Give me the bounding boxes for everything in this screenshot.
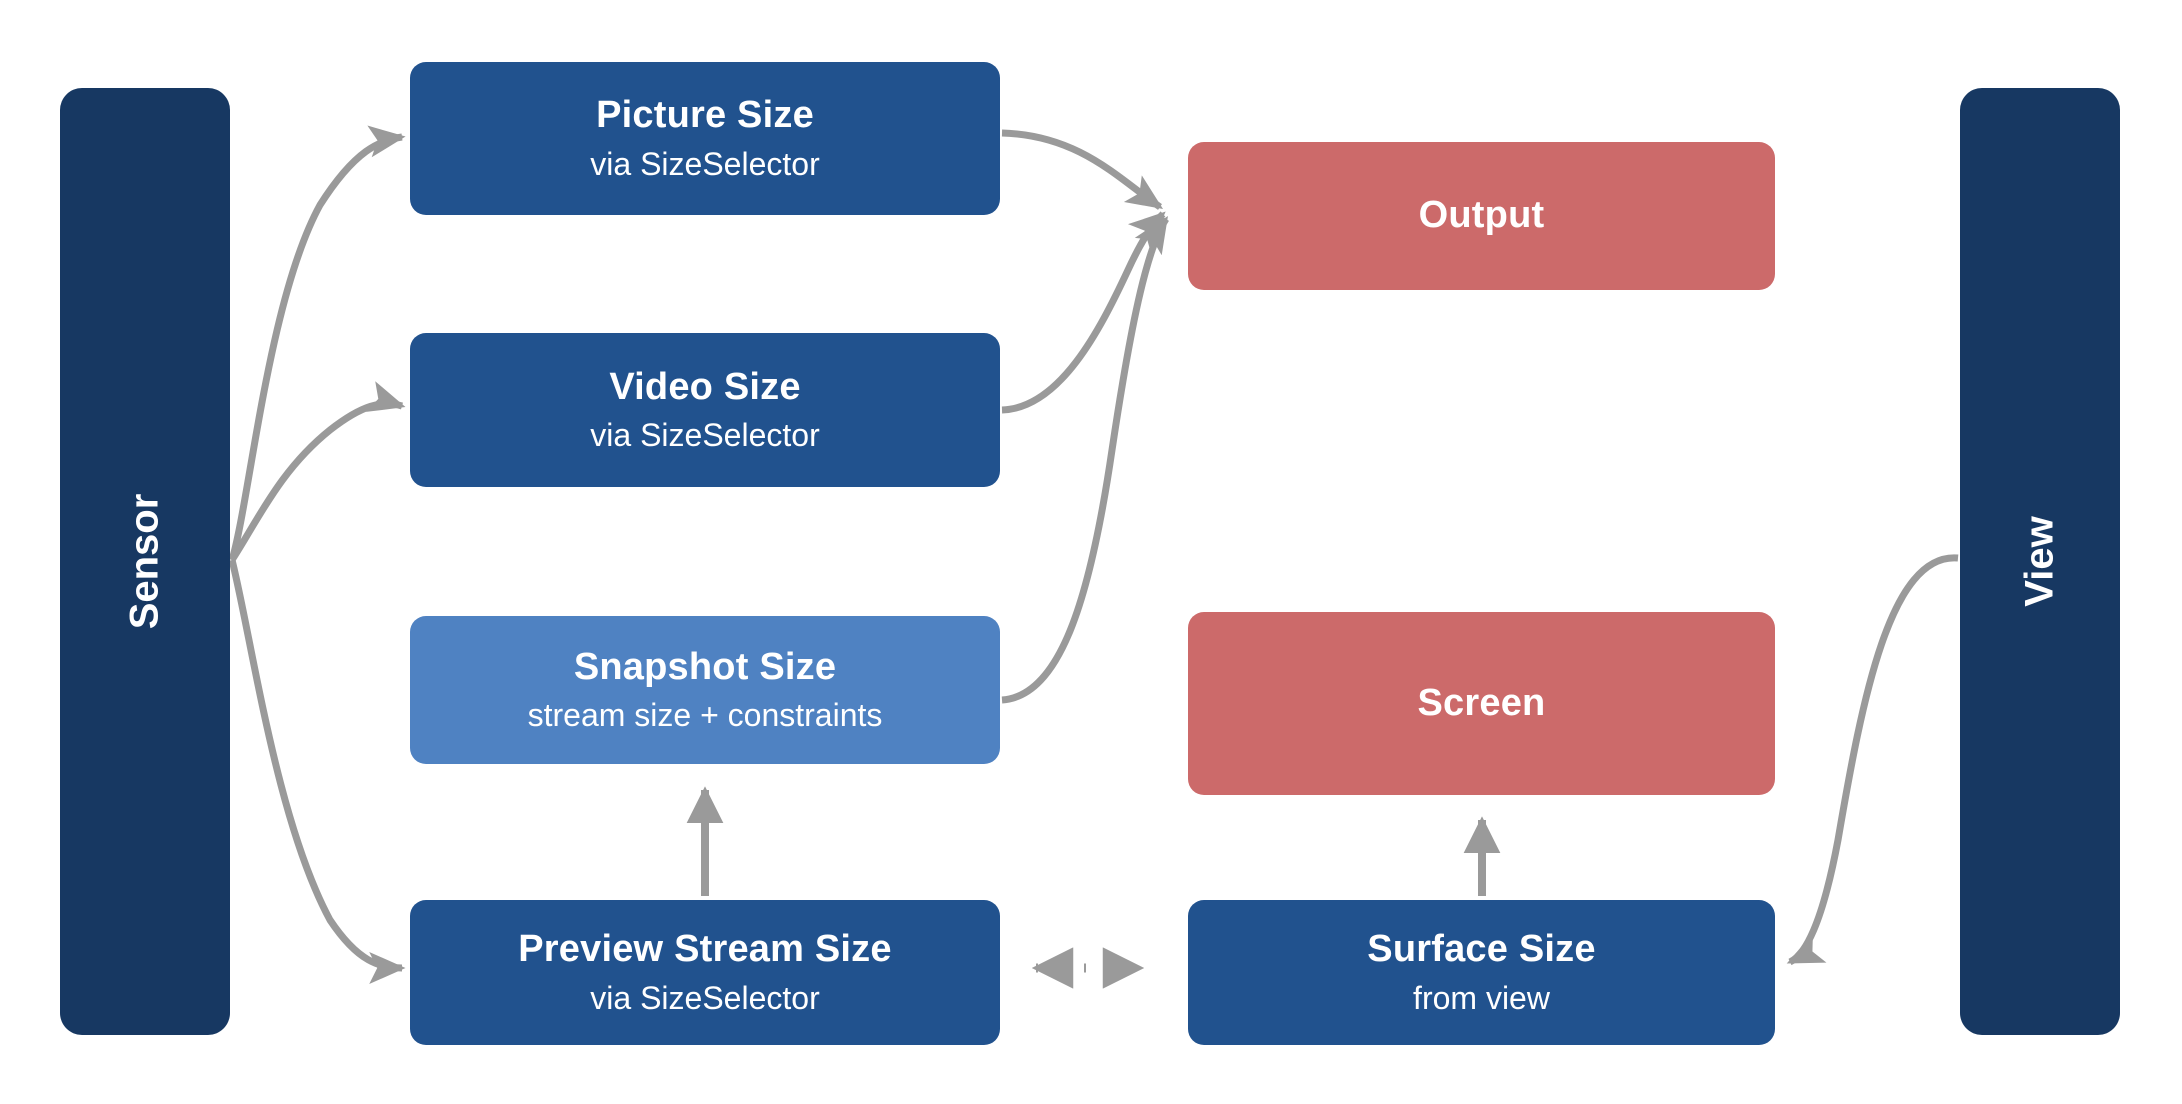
node-output[interactable]: Output <box>1188 142 1775 290</box>
sensor-lane[interactable]: Sensor <box>60 88 230 1035</box>
edge-sensor-to-video-size <box>229 381 406 562</box>
snapshot-size-title: Snapshot Size <box>573 645 837 688</box>
edge-sensor-to-preview-stream-size <box>228 559 406 985</box>
snapshot-size-subtitle: stream size + constraints <box>527 697 883 734</box>
node-snapshot-size[interactable]: Snapshot Size stream size + constraints <box>410 616 1000 764</box>
node-surface-size[interactable]: Surface Size from view <box>1188 900 1775 1045</box>
surface-size-subtitle: from view <box>1413 979 1550 1016</box>
sensor-lane-label: Sensor <box>122 493 167 630</box>
node-video-size[interactable]: Video Size via SizeSelector <box>410 333 1000 487</box>
edge-picture-size-to-output <box>1001 129 1164 210</box>
output-title: Output <box>1418 194 1545 237</box>
preview-stream-size-subtitle: via SizeSelector <box>590 979 820 1016</box>
edge-sensor-to-picture-size <box>228 125 406 562</box>
preview-stream-size-title: Preview Stream Size <box>518 928 892 971</box>
picture-size-subtitle: via SizeSelector <box>590 145 820 182</box>
node-screen[interactable]: Screen <box>1188 612 1775 795</box>
surface-size-title: Surface Size <box>1367 928 1596 971</box>
video-size-title: Video Size <box>609 365 801 408</box>
view-lane-label: View <box>2017 516 2062 607</box>
node-preview-stream-size[interactable]: Preview Stream Size via SizeSelector <box>410 900 1000 1045</box>
node-picture-size[interactable]: Picture Size via SizeSelector <box>410 62 1000 215</box>
screen-title: Screen <box>1417 681 1546 724</box>
edge-snapshot-size-to-output <box>1001 215 1169 704</box>
edge-video-size-to-output <box>1001 211 1166 414</box>
video-size-subtitle: via SizeSelector <box>590 417 820 454</box>
view-lane[interactable]: View <box>1960 88 2120 1035</box>
edge-view-to-surface-size <box>1786 554 1959 966</box>
picture-size-title: Picture Size <box>596 94 814 137</box>
